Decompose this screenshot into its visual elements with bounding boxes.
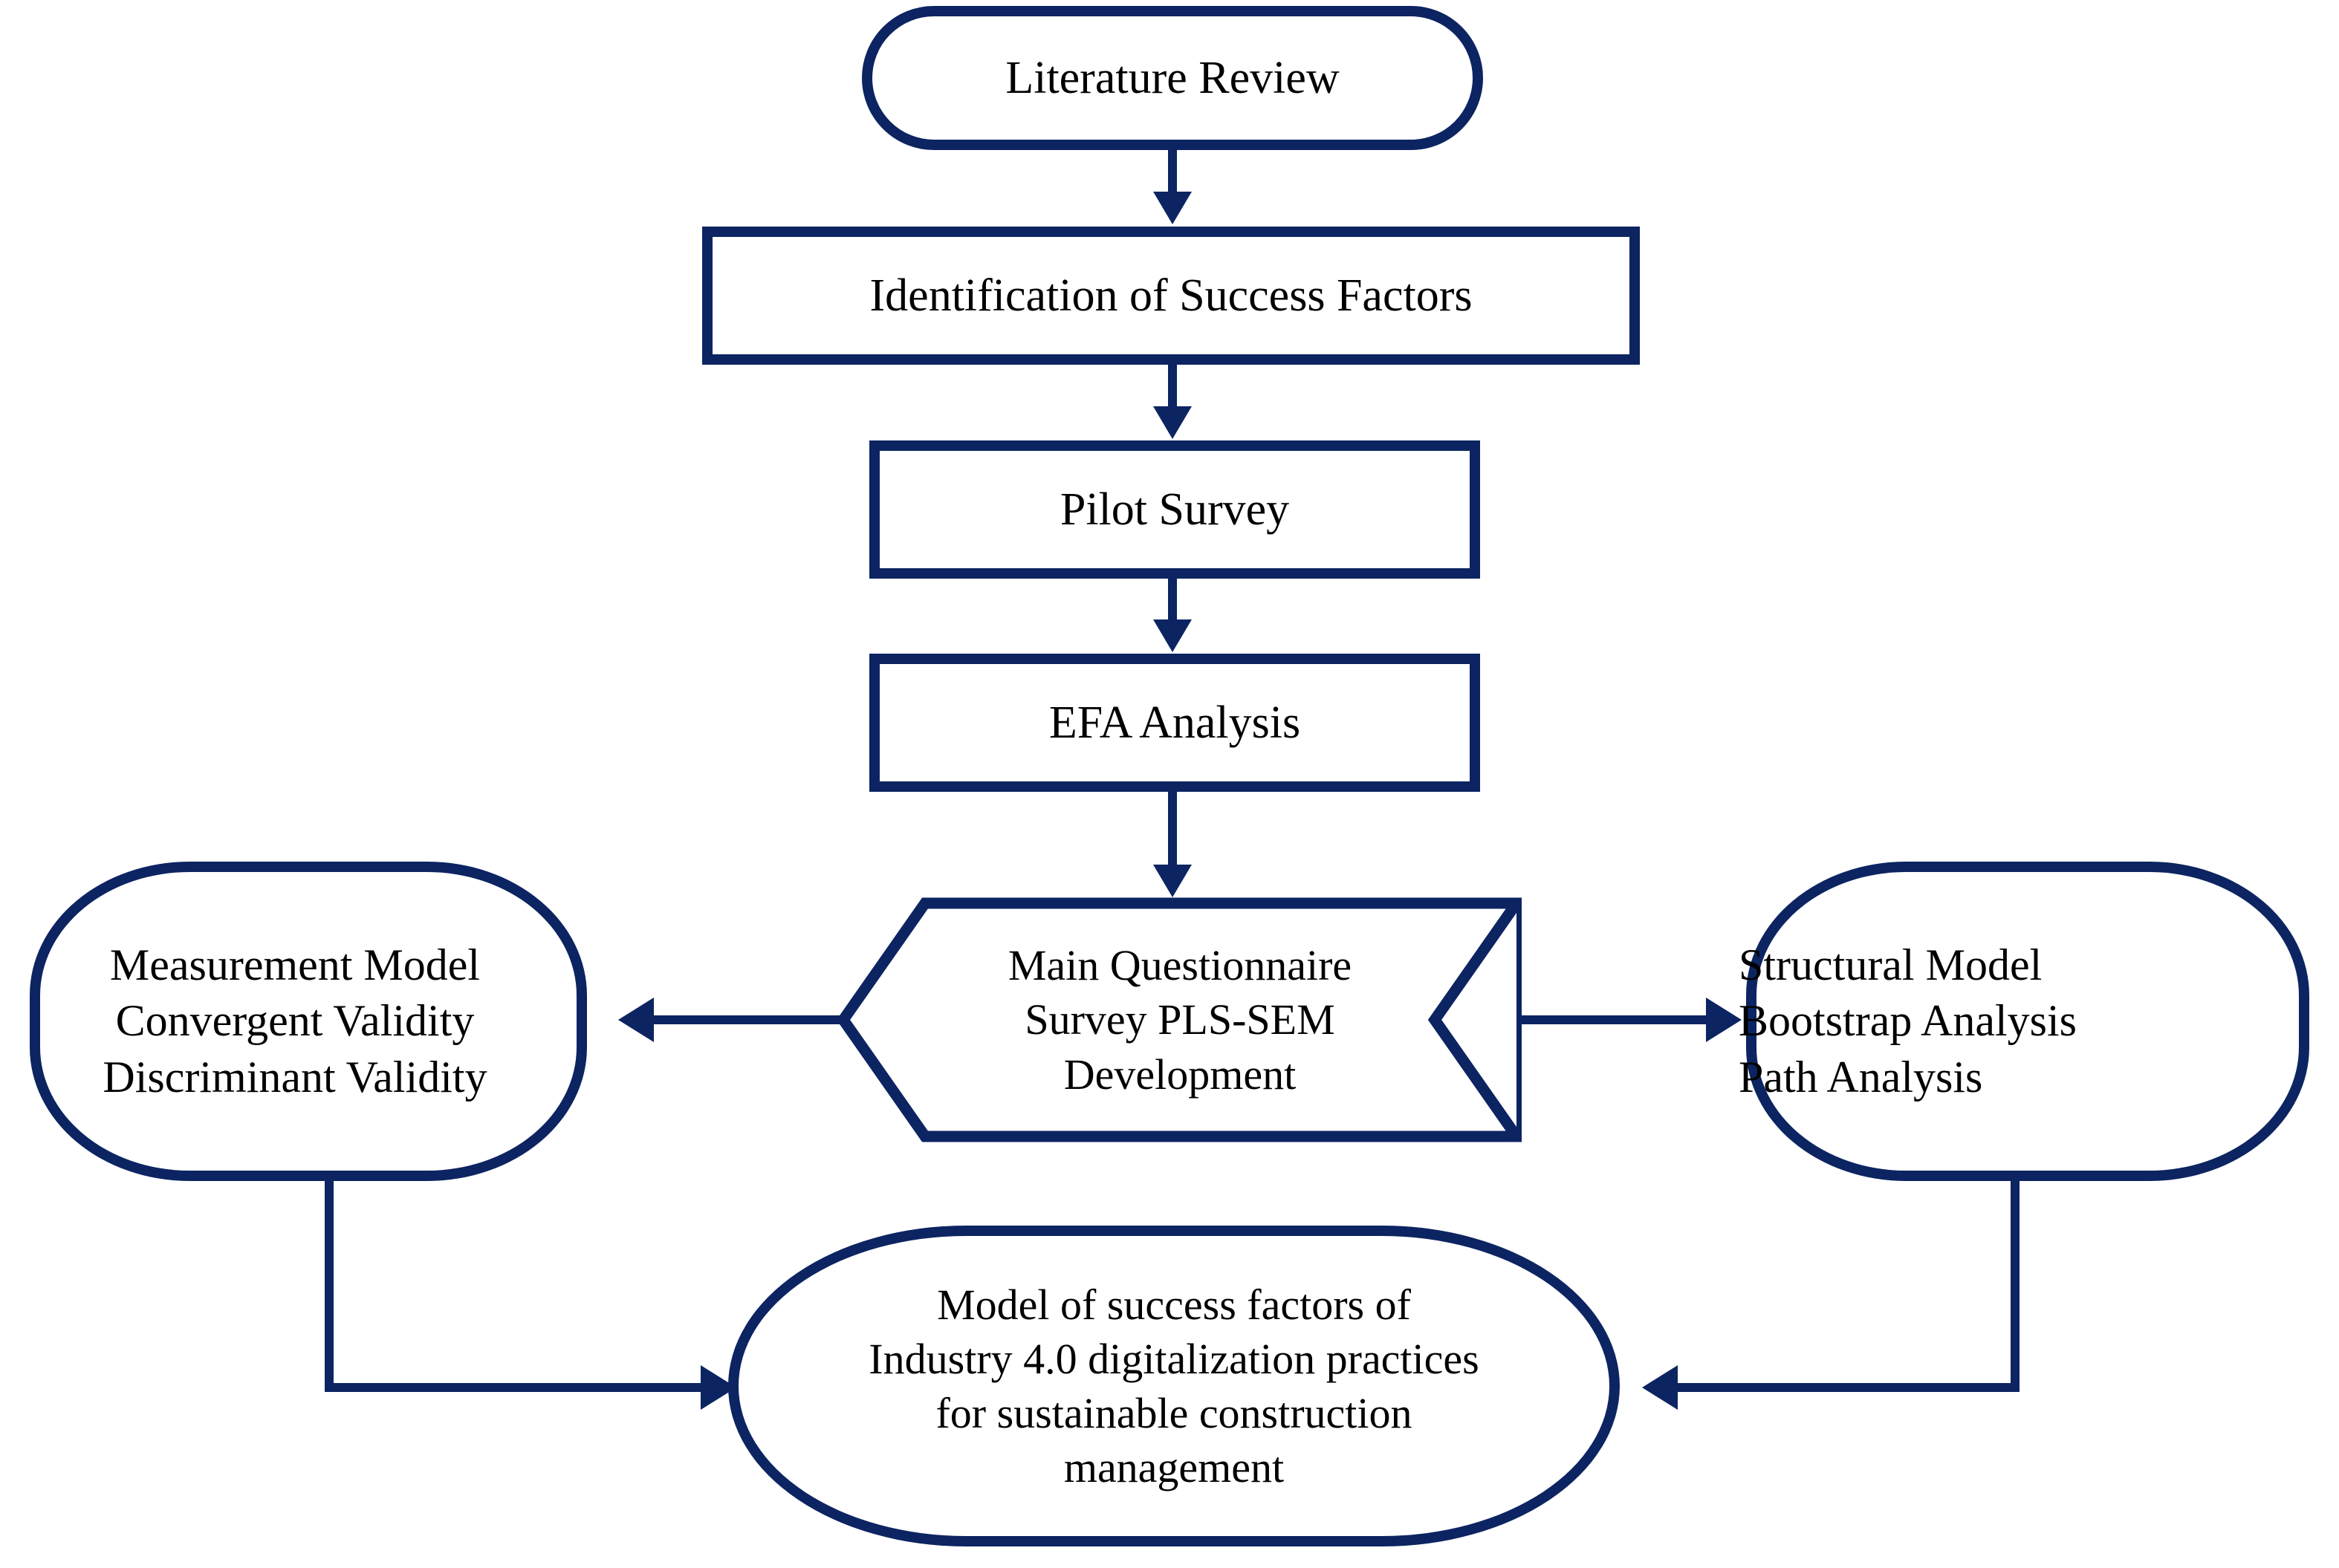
connector-literature-to-identification-stem <box>1168 150 1177 193</box>
node-measurement-model-line-1: Measurement Model <box>109 940 481 989</box>
connector-questionnaire-to-measurement-stem <box>654 1015 851 1024</box>
arrowhead-questionnaire-to-measurement <box>618 998 654 1042</box>
node-final-model-line-3: for sustainable construction <box>935 1389 1412 1437</box>
node-measurement-model-line-3: Discriminant Validity <box>103 1052 487 1102</box>
connector-pilot-to-efa-stem <box>1168 579 1177 621</box>
node-structural-model-line-1: Structural Model <box>1739 940 2043 989</box>
node-main-questionnaire[interactable]: Main Questionnaire Survey PLS-SEM Develo… <box>838 897 1522 1142</box>
node-final-model-line-1: Model of success factors of <box>937 1280 1411 1329</box>
connector-efa-to-questionnaire-stem <box>1168 792 1177 866</box>
node-measurement-model-line-2: Convergent Validity <box>115 996 475 1046</box>
arrowhead-questionnaire-to-structural <box>1706 998 1742 1042</box>
hexagon-shape <box>838 897 1522 1142</box>
connector-questionnaire-to-structural-stem <box>1512 1015 1709 1024</box>
node-pilot-survey-line-1: Pilot Survey <box>1060 484 1290 535</box>
node-structural-model-text: Structural Model Bootstrap Analysis Path… <box>1739 937 2299 1106</box>
node-structural-model-line-2: Bootstrap Analysis <box>1739 996 2077 1046</box>
arrowhead-pilot-to-efa <box>1153 619 1192 652</box>
node-final-model[interactable]: Model of success factors of Industry 4.0… <box>728 1226 1620 1546</box>
node-structural-model[interactable]: Structural Model Bootstrap Analysis Path… <box>1739 862 2309 1181</box>
arrowhead-structural-to-final <box>1642 1365 1678 1410</box>
node-main-questionnaire-line-3: Development <box>1063 1050 1297 1099</box>
connector-measurement-to-final-horizontal <box>325 1383 704 1392</box>
connector-measurement-to-final-vertical <box>325 1177 334 1392</box>
node-pilot-survey[interactable]: Pilot Survey <box>869 440 1480 579</box>
arrowhead-efa-to-questionnaire <box>1153 865 1192 897</box>
arrowhead-literature-to-identification <box>1153 192 1192 224</box>
node-main-questionnaire-text: Main Questionnaire Survey PLS-SEM Develo… <box>838 938 1522 1101</box>
node-efa-analysis[interactable]: EFA Analysis <box>869 654 1480 792</box>
node-final-model-text: Model of success factors of Industry 4.0… <box>739 1278 1609 1494</box>
node-efa-analysis-line-1: EFA Analysis <box>1048 697 1301 748</box>
node-literature-review-line-1: Literature Review <box>1005 52 1340 103</box>
node-literature-review[interactable]: Literature Review <box>862 6 1483 150</box>
node-main-questionnaire-line-1: Main Questionnaire <box>1008 941 1352 990</box>
connector-structural-to-final-horizontal <box>1675 1383 2020 1392</box>
node-identification-line-1: Identification of Success Factors <box>869 270 1473 321</box>
arrowhead-identification-to-pilot <box>1153 406 1192 439</box>
node-structural-model-line-3: Path Analysis <box>1739 1052 1983 1102</box>
connector-structural-to-final-vertical <box>2011 1177 2020 1392</box>
node-measurement-model-text: Measurement Model Convergent Validity Di… <box>13 937 577 1106</box>
node-main-questionnaire-line-2: Survey PLS-SEM <box>1025 995 1335 1044</box>
node-final-model-line-4: management <box>1063 1443 1285 1492</box>
node-measurement-model[interactable]: Measurement Model Convergent Validity Di… <box>30 862 587 1181</box>
node-identification-of-success-factors[interactable]: Identification of Success Factors <box>702 227 1640 365</box>
connector-identification-to-pilot-stem <box>1168 365 1177 408</box>
node-final-model-line-2: Industry 4.0 digitalization practices <box>869 1334 1479 1383</box>
